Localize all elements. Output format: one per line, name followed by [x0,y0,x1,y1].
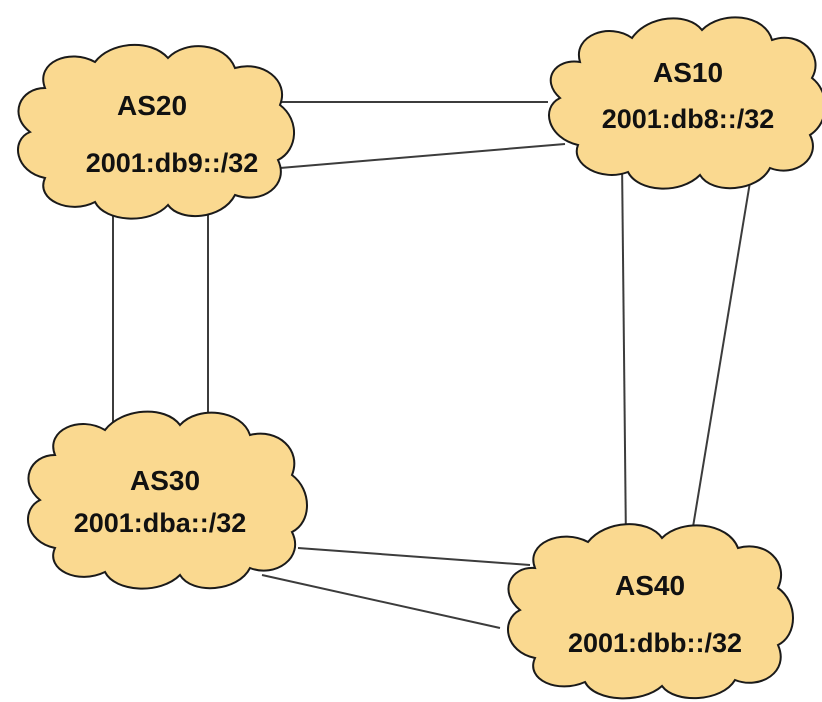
cloud-shape-as10 [548,16,822,190]
as10-prefix: 2001:db8::/32 [602,104,775,134]
as20-label: AS20 [117,90,187,121]
cloud-as20: AS20 2001:db9::/32 [17,44,295,220]
cloud-shape-as30 [27,410,308,590]
as40-prefix: 2001:dbb::/32 [568,628,742,658]
as20-prefix: 2001:db9::/32 [86,148,259,178]
cloud-shape-as40 [507,523,794,700]
as40-label: AS40 [615,570,685,601]
cloud-as10: AS10 2001:db8::/32 [548,16,822,190]
as30-label: AS30 [130,465,200,496]
cloud-as30: AS30 2001:dba::/32 [27,410,308,590]
link-as20-as10-b [279,143,566,169]
links-layer [112,101,753,629]
link-as30-as40-a [297,547,531,566]
cloud-as40: AS40 2001:dbb::/32 [507,523,794,700]
link-as30-as40-b [261,574,501,629]
as30-prefix: 2001:dba::/32 [74,508,247,538]
cloud-shape-as20 [17,44,295,220]
link-as10-as40-a [621,159,627,546]
as10-label: AS10 [653,57,723,88]
link-as10-as40-b [689,169,753,546]
